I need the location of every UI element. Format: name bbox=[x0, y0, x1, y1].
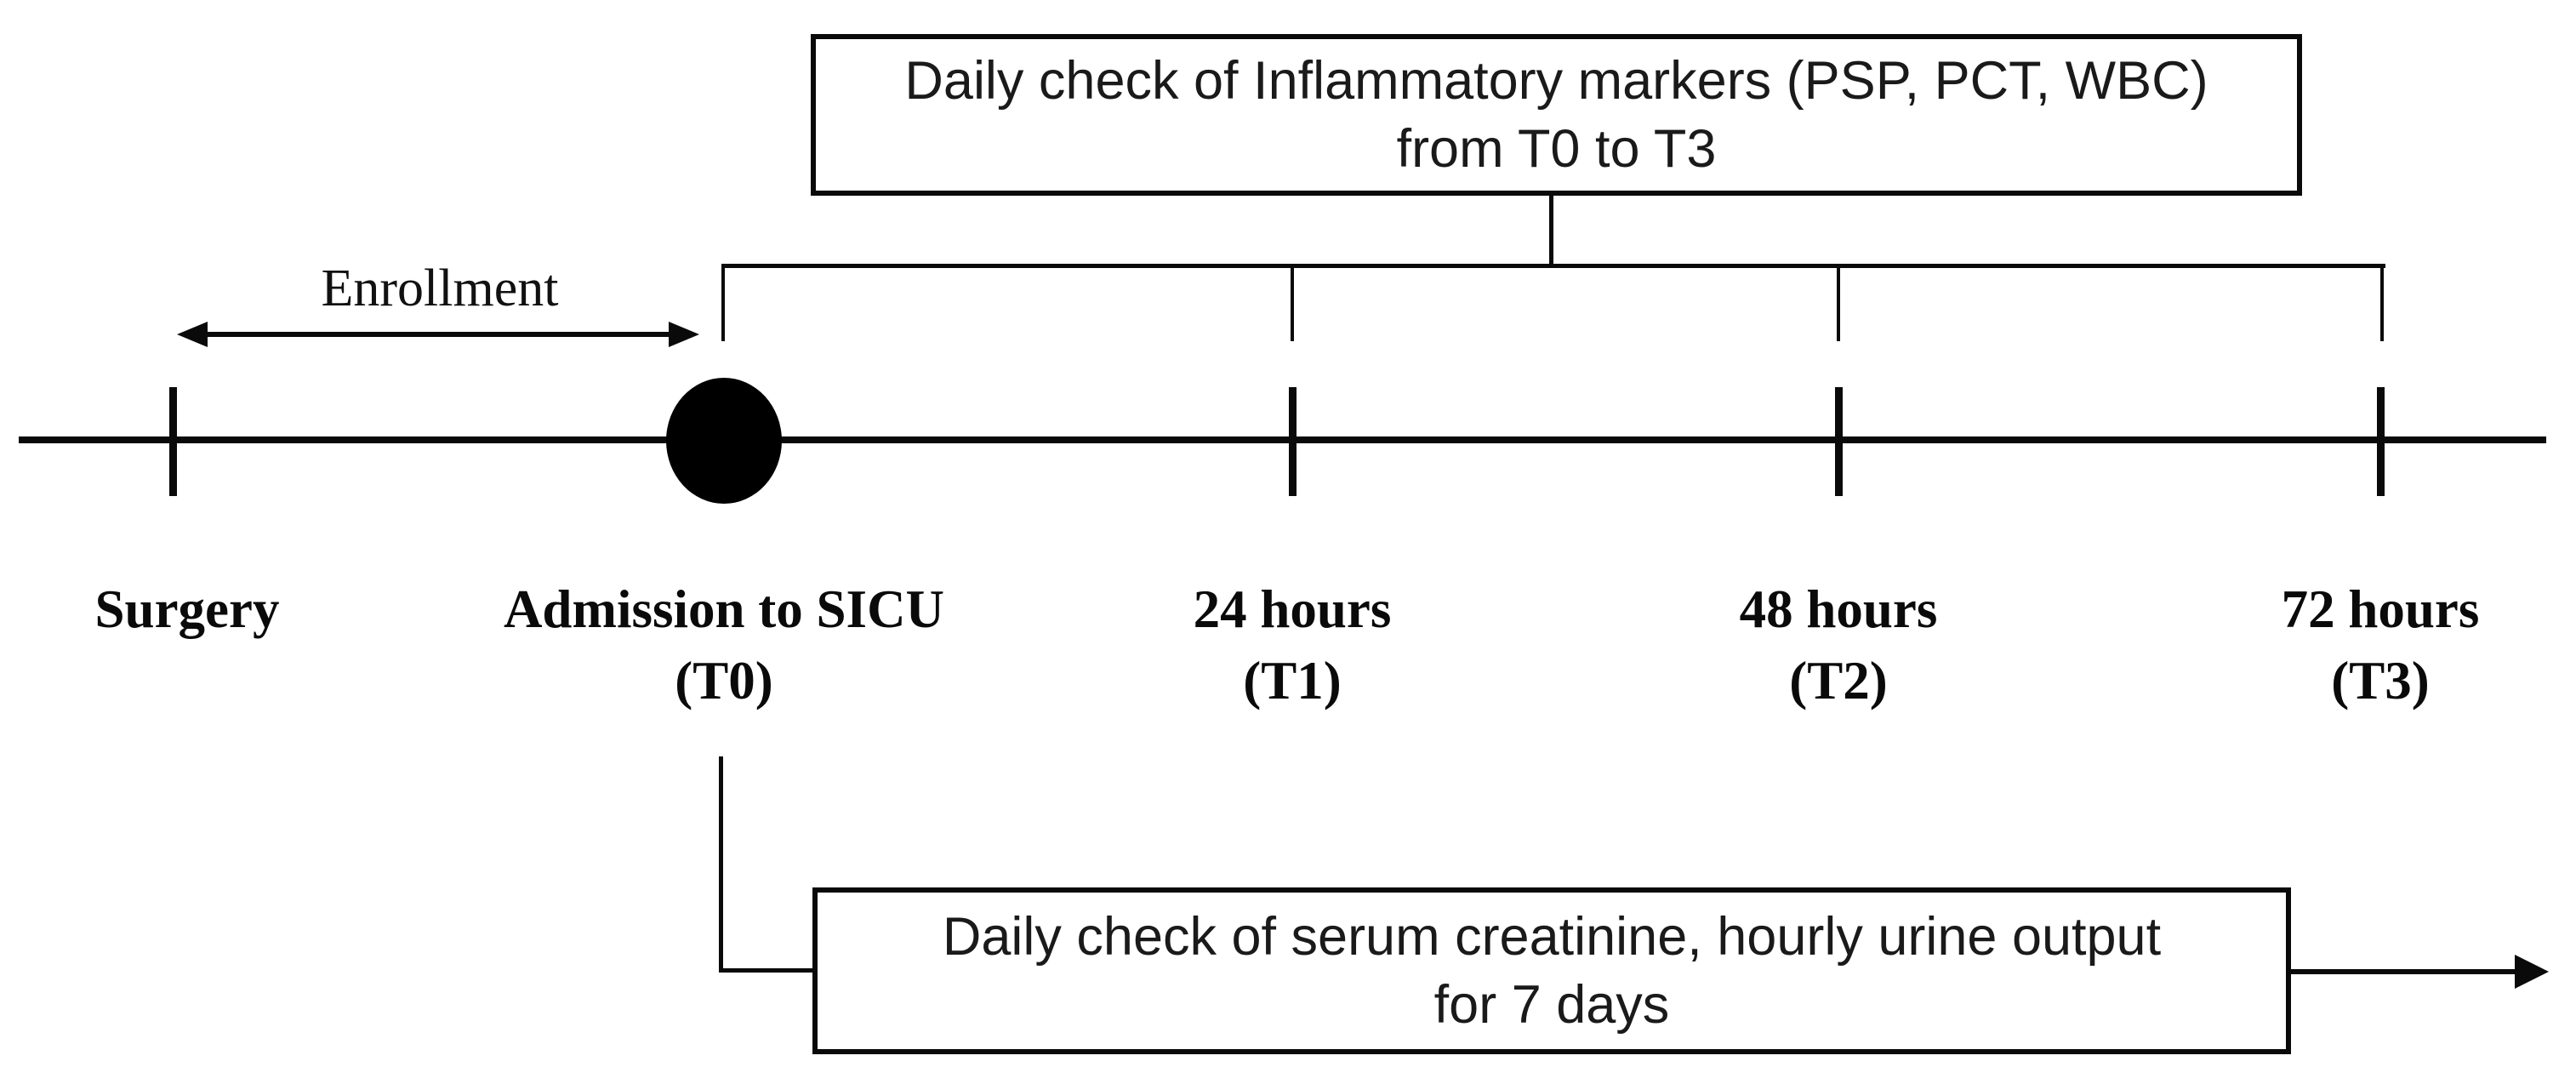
timepoint-sublabel-text: (T0) bbox=[675, 651, 773, 710]
timepoint-label-surgery: Surgery bbox=[95, 573, 280, 645]
timepoint-label-text: 48 hours bbox=[1739, 579, 1938, 639]
inflammatory-markers-line2: from T0 to T3 bbox=[1396, 119, 1717, 179]
inflammatory-markers-box: Daily check of Inflammatory markers (PSP… bbox=[811, 34, 2302, 196]
t0-admission-dot bbox=[666, 378, 782, 504]
tick-t2 bbox=[1835, 387, 1843, 496]
bracket-horizontal-line bbox=[721, 264, 2385, 268]
timepoint-label-text: 24 hours bbox=[1193, 579, 1392, 639]
bracket-drop-t3 bbox=[2380, 266, 2384, 341]
timepoint-label-t2: 48 hours (T2) bbox=[1740, 573, 1938, 716]
tick-t1 bbox=[1289, 387, 1297, 496]
timepoint-label-text: Surgery bbox=[94, 579, 280, 639]
serum-creatinine-line2: for 7 days bbox=[1433, 975, 1670, 1035]
enrollment-arrow-shaft bbox=[204, 332, 672, 337]
bracket-drop-t2 bbox=[1837, 266, 1840, 341]
timepoint-label-t3: 72 hours (T3) bbox=[2282, 573, 2480, 716]
timepoint-label-text: 72 hours bbox=[2281, 579, 2480, 639]
bracket-drop-t1 bbox=[1291, 266, 1294, 341]
t0-elbow-vertical-line bbox=[719, 756, 723, 973]
inflammatory-markers-line1: Daily check of Inflammatory markers (PSP… bbox=[904, 51, 2208, 111]
timepoint-label-t1: 24 hours (T1) bbox=[1194, 573, 1392, 716]
bracket-drop-t0 bbox=[721, 266, 725, 341]
t0-elbow-horizontal-line bbox=[719, 968, 815, 973]
serum-creatinine-box: Daily check of serum creatinine, hourly … bbox=[812, 887, 2291, 1054]
timepoint-label-t0: Admission to SICU (T0) bbox=[504, 573, 944, 716]
timepoint-sublabel-text: (T1) bbox=[1243, 651, 1342, 710]
tick-t3 bbox=[2377, 387, 2385, 496]
timepoint-sublabel-text: (T3) bbox=[2331, 651, 2430, 710]
enrollment-arrowhead-left-icon bbox=[177, 322, 208, 347]
timepoint-sublabel-text: (T2) bbox=[1789, 651, 1888, 710]
top-box-connector-line bbox=[1549, 196, 1553, 267]
tick-surgery bbox=[169, 387, 177, 496]
serum-creatinine-line1: Daily check of serum creatinine, hourly … bbox=[942, 907, 2162, 967]
exit-arrowhead-icon bbox=[2515, 955, 2549, 989]
timepoint-label-text: Admission to SICU bbox=[503, 579, 945, 639]
enrollment-arrowhead-right-icon bbox=[669, 322, 699, 347]
timeline-axis bbox=[19, 436, 2546, 443]
enrollment-label: Enrollment bbox=[321, 260, 559, 317]
exit-arrow-shaft bbox=[2287, 969, 2518, 974]
